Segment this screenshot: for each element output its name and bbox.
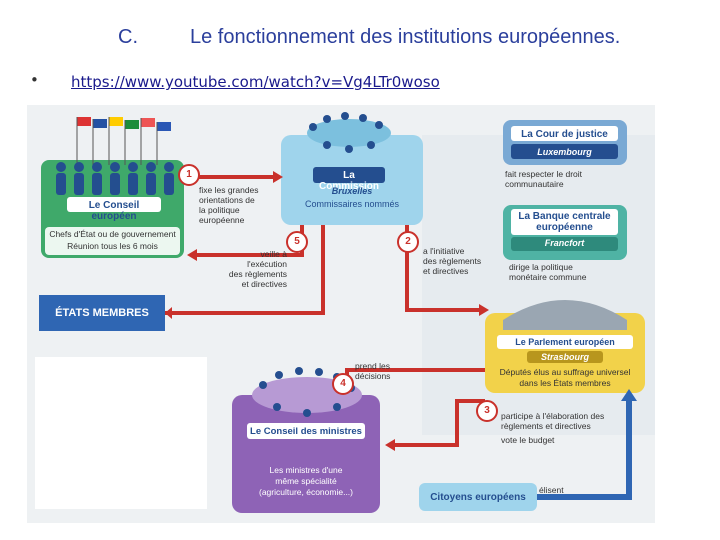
commission-title: La Commission	[318, 170, 379, 192]
institutions-diagram: Le Conseil européen Chefs d'État ou de g…	[27, 105, 655, 523]
step-1-line4: européenne	[199, 215, 245, 225]
step-5-line4: et directives	[241, 279, 287, 289]
parlement-city: Strasbourg	[540, 352, 589, 362]
conseil-ministres-sub3: (agriculture, économie...)	[258, 487, 353, 497]
youtube-link[interactable]: https://www.youtube.com/watch?v=Vg4LTr0w…	[71, 73, 440, 91]
step-3-line1: participe à l'élaboration des	[501, 411, 605, 421]
step-5-line1: veille à	[260, 249, 287, 259]
conseil-europeen-sub2: Réunion tous les 6 mois	[67, 241, 158, 251]
blank-overlay	[35, 357, 207, 509]
step-3-line3: vote le budget	[501, 435, 555, 445]
flags-icon	[76, 117, 171, 165]
step-2-line2: des règlements	[423, 256, 482, 266]
conseil-ministres-sub1: Les ministres d'une	[269, 465, 343, 475]
step-4-line1: prend les	[355, 361, 390, 371]
step-5-line2: l'exécution	[247, 259, 287, 269]
conseil-europeen-title: Le Conseil européen	[88, 200, 140, 222]
step-5-line3: des règlements	[228, 269, 287, 279]
parlement-subtitle2: dans les États membres	[519, 378, 611, 388]
slide-title: C. Le fonctionnement des institutions eu…	[0, 26, 720, 54]
step-1-line1: fixe les grandes	[199, 185, 259, 195]
banque-centrale-city: Francfort	[544, 238, 585, 248]
banque-centrale-title2: européenne	[536, 222, 593, 233]
slide-heading: Le fonctionnement des institutions europ…	[190, 26, 621, 48]
step-3-line2: règlements et directives	[501, 421, 591, 431]
section-letter: C.	[118, 26, 138, 48]
parliament-hemicycle-icon	[503, 300, 627, 330]
commission-people-icon	[309, 112, 383, 153]
step-4-line2: décisions	[355, 371, 391, 381]
conseil-ministres-title: Le Conseil des ministres	[250, 426, 362, 437]
parlement-title: Le Parlement européen	[515, 337, 615, 347]
etats-membres-box	[39, 295, 165, 331]
banque-centrale-title1: La Banque centrale	[518, 211, 611, 222]
step-2-line3: et directives	[423, 266, 469, 276]
step-1-line2: orientations de	[199, 195, 255, 205]
commission-subtitle: Commissaires nommés	[304, 199, 400, 209]
citoyens-title: Citoyens européens	[430, 492, 526, 503]
cour-justice-city: Luxembourg	[537, 147, 592, 157]
elisent-label: élisent	[539, 485, 564, 495]
step-3-badge: 3	[476, 400, 498, 422]
commission-city: Bruxelles	[331, 186, 373, 196]
conseil-ministres-sub2: même spécialité	[275, 476, 337, 486]
citoyens-box	[419, 483, 537, 511]
banque-centrale-caption2: monétaire commune	[509, 272, 587, 282]
conseil-europeen-sub1: Chefs d'État ou de gouvernement	[49, 229, 176, 239]
etats-membres-title: ÉTATS MEMBRES	[55, 307, 149, 319]
step-1-badge: 1	[178, 164, 200, 186]
step-1-line3: la politique	[199, 205, 240, 215]
step-5-badge: 5	[286, 231, 308, 253]
bullet-line: • https://www.youtube.com/watch?v=Vg4LTr…	[30, 71, 710, 93]
people-icon	[56, 162, 174, 195]
cour-justice-caption1: fait respecter le droit	[505, 169, 583, 179]
step-2-line1: a l'initiative	[423, 246, 465, 256]
step-2-badge: 2	[397, 231, 419, 253]
banque-centrale-caption1: dirige la politique	[509, 262, 573, 272]
bullet-icon: •	[30, 71, 39, 89]
parlement-subtitle1: Députés élus au suffrage universel	[499, 367, 631, 377]
cour-justice-caption2: communautaire	[505, 179, 564, 189]
step-4-badge: 4	[332, 373, 354, 395]
cour-justice-title: La Cour de justice	[521, 129, 608, 140]
